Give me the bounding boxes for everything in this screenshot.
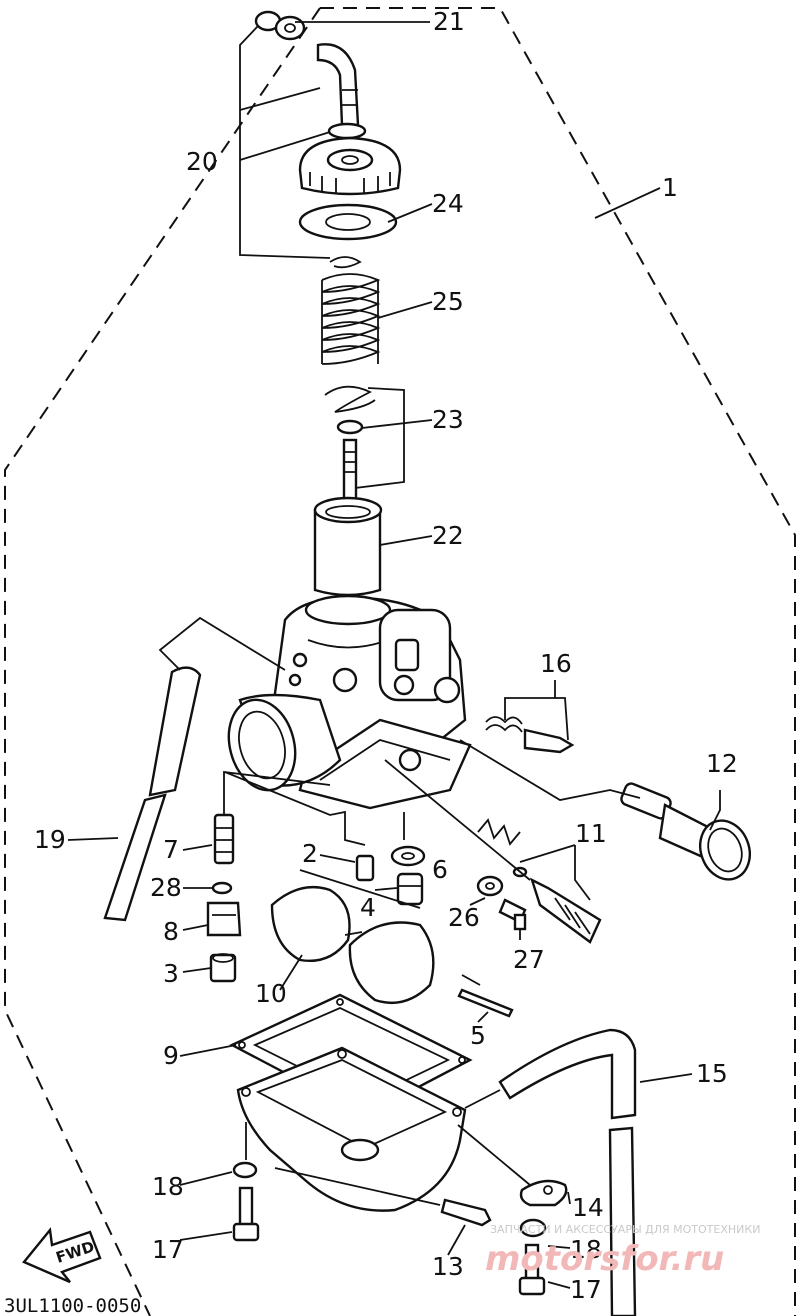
hose-19 [103, 666, 202, 922]
label-21: 21 [433, 7, 465, 36]
label-26: 26 [448, 903, 480, 932]
label-12: 12 [706, 749, 738, 778]
label-11: 11 [575, 819, 607, 848]
plate-14 [519, 1179, 568, 1207]
nut-21 [254, 10, 306, 41]
label-15: 15 [696, 1059, 728, 1088]
cap-nut [298, 136, 402, 196]
throttle-screw-spring [477, 818, 521, 846]
throttle-valve-22 [313, 496, 383, 597]
pilot-screw-27 [498, 898, 527, 931]
label-6: 6 [432, 855, 448, 884]
washer-18-left [232, 1161, 258, 1179]
gasket-24 [298, 203, 398, 241]
label-7: 7 [163, 835, 179, 864]
washer-20 [327, 122, 367, 140]
label-4: 4 [360, 893, 376, 922]
o-ring-26 [476, 875, 504, 897]
leader-lines [67, 21, 721, 1289]
valve-seat-4 [396, 872, 424, 906]
label-16: 16 [540, 649, 572, 678]
label-20: 20 [186, 147, 218, 176]
float-10 [270, 886, 435, 1005]
main-jet-holder-8 [206, 901, 242, 937]
label-25: 25 [432, 287, 464, 316]
float-bowl [236, 1046, 467, 1212]
label-9: 9 [163, 1041, 179, 1070]
label-23: 23 [432, 405, 464, 434]
label-5: 5 [470, 1021, 486, 1050]
float-pin-5 [457, 988, 514, 1018]
main-jet-3 [209, 953, 237, 983]
watermark: ЗАПЧАСТИ И АКСЕССУАРЫ ДЛЯ МОТОТЕХНИКИ mo… [485, 1223, 760, 1279]
label-27: 27 [513, 945, 545, 974]
drain-screw-13 [440, 1198, 492, 1227]
watermark-site: motorsfor.ru [485, 1239, 724, 1279]
label-14: 14 [572, 1193, 604, 1222]
label-1: 1 [662, 173, 678, 202]
screw-17-right [518, 1243, 546, 1296]
needle-jet-7 [213, 813, 235, 865]
label-8: 8 [163, 917, 179, 946]
air-screw-16 [485, 716, 575, 754]
needle-clip-23 [324, 385, 376, 435]
intake-tube [227, 693, 342, 792]
cable-elbow [316, 43, 360, 127]
diagram-code: 3UL1100-0050 [4, 1295, 141, 1316]
label-18-right: 18 [570, 1235, 602, 1264]
callout-labels: 21 20 24 1 25 23 22 16 12 11 19 7 2 6 28… [34, 7, 738, 1304]
label-17-right: 17 [570, 1275, 602, 1304]
watermark-caption: ЗАПЧАСТИ И АКСЕССУАРЫ ДЛЯ МОТОТЕХНИКИ [490, 1223, 760, 1236]
throttle-stop-screw-11 [512, 866, 602, 944]
starter-plunger-12 [620, 782, 751, 881]
washer-18-right [519, 1218, 547, 1238]
fwd-arrow-icon: FWD [22, 1227, 102, 1284]
carburetor-body [268, 594, 472, 810]
o-ring-28 [211, 881, 233, 895]
label-17-left: 17 [152, 1235, 184, 1264]
label-24: 24 [432, 189, 464, 218]
label-10: 10 [255, 979, 287, 1008]
spring-25 [321, 273, 381, 365]
assembly-outline [4, 7, 796, 1316]
pilot-jet-2 [355, 854, 375, 882]
label-13: 13 [432, 1252, 464, 1281]
clip [329, 256, 362, 269]
label-19: 19 [34, 825, 66, 854]
label-2: 2 [302, 839, 318, 868]
label-28: 28 [150, 873, 182, 902]
screw-17-left [232, 1186, 260, 1242]
label-18-left: 18 [152, 1172, 184, 1201]
label-3: 3 [163, 959, 179, 988]
hose-15 [498, 1028, 637, 1316]
gasket-6 [390, 845, 426, 867]
label-22: 22 [432, 521, 464, 550]
